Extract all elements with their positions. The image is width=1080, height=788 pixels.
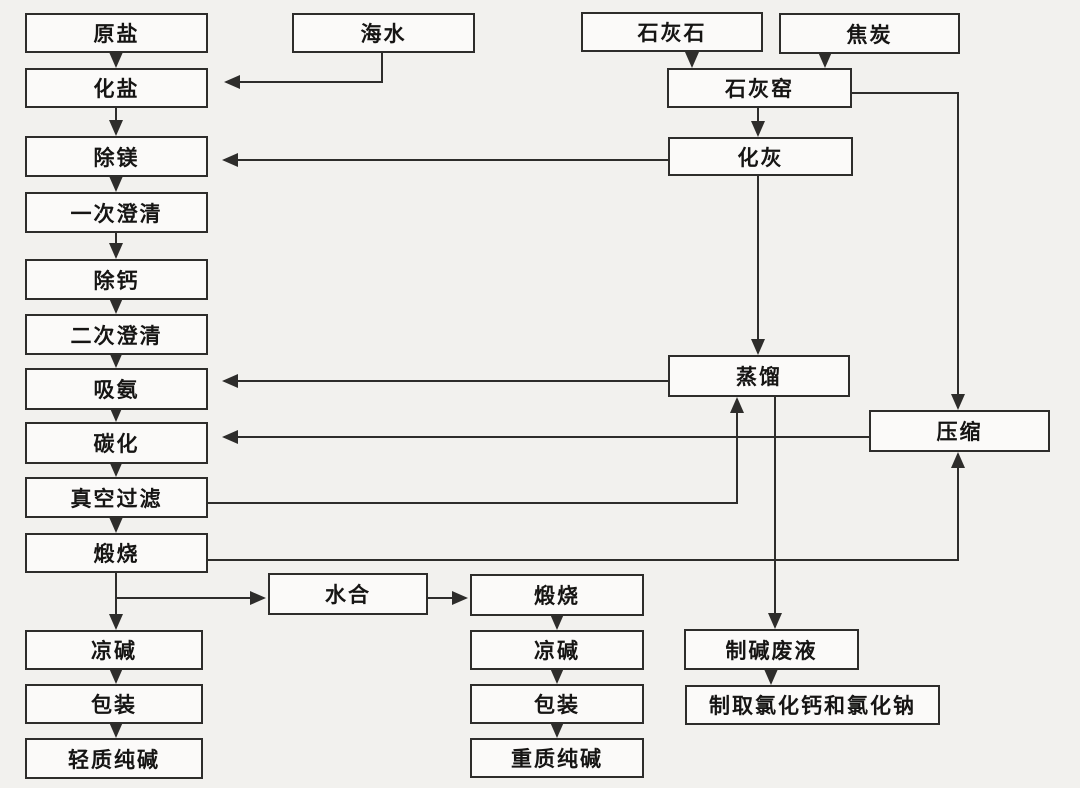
node-second-clarification: 二次澄清 [25,314,208,355]
node-remove-magnesium: 除镁 [25,136,208,177]
node-coke: 焦炭 [779,13,960,54]
node-produce-cacl2-nacl: 制取氯化钙和氯化钠 [685,685,940,725]
edge-lime_kiln-to-compression [852,92,965,410]
node-packaging-light: 包装 [25,684,203,724]
edge-calcination_light-to-compression [208,452,965,561]
node-seawater: 海水 [292,13,475,53]
node-distillation: 蒸馏 [668,355,850,397]
node-compression: 压缩 [869,410,1050,452]
node-ammonia-absorption: 吸氨 [25,368,208,410]
edge-vacuum_filtration-to-distillation [208,397,744,504]
node-limestone: 石灰石 [581,12,763,52]
node-lime-kiln: 石灰窑 [667,68,852,108]
node-light-soda-ash: 轻质纯碱 [25,738,203,779]
node-carbonation: 碳化 [25,422,208,464]
node-slake-lime: 化灰 [668,137,853,176]
node-first-clarification: 一次澄清 [25,192,208,233]
node-packaging-heavy: 包装 [470,684,644,724]
node-raw-salt: 原盐 [25,13,208,53]
node-heavy-soda-ash: 重质纯碱 [470,738,644,778]
node-cooling-light: 凉碱 [25,630,203,670]
node-remove-calcium: 除钙 [25,259,208,300]
node-waste-liquid: 制碱废液 [684,629,859,670]
node-cooling-heavy: 凉碱 [470,630,644,670]
node-vacuum-filtration: 真空过滤 [25,477,208,518]
node-hydration: 水合 [268,573,428,615]
node-dissolve-salt: 化盐 [25,68,208,108]
node-calcination-heavy: 煅烧 [470,574,644,616]
node-calcination-light: 煅烧 [25,533,208,573]
edge-seawater-to-dissolve_salt [224,53,383,89]
